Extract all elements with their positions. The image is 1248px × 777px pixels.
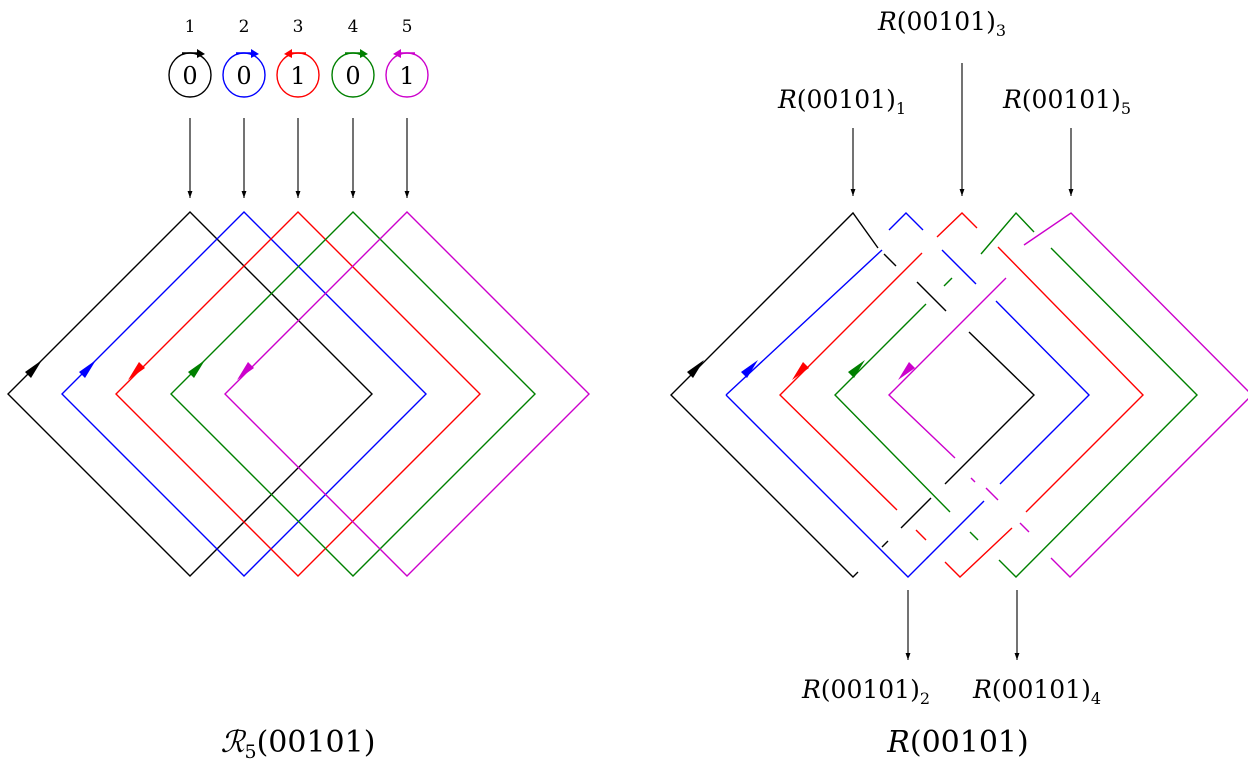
bit-circle-1: 0 <box>168 49 212 98</box>
diamond-strand-5 <box>224 211 590 577</box>
index-2: 2 <box>239 17 250 37</box>
left-diamonds <box>7 211 590 577</box>
bit-circles: 0 0 1 0 <box>168 49 429 98</box>
bit-value-2: 0 <box>236 62 251 90</box>
diamond-strand-1 <box>7 211 373 577</box>
left-diagram: 1 2 3 4 5 0 0 1 <box>7 17 590 763</box>
right-caption-main: R <box>886 725 910 760</box>
index-3: 3 <box>293 17 304 37</box>
knot-strand-1 <box>670 211 1035 578</box>
orientation-arrow-r4 <box>848 360 865 378</box>
index-4: 4 <box>348 17 359 37</box>
label-bot-2: R(00101)2 <box>801 675 930 708</box>
left-pointer-arrows <box>187 118 410 198</box>
left-caption-sub: 5 <box>245 741 257 763</box>
orientation-arrow-5 <box>237 362 254 380</box>
diamond-strand-3 <box>115 211 481 577</box>
orientation-arrow-r1 <box>687 360 704 378</box>
bit-value-1: 0 <box>182 62 197 90</box>
diamond-strand-2 <box>61 211 427 577</box>
index-5: 5 <box>402 17 413 37</box>
bit-circle-4: 0 <box>331 49 375 98</box>
bit-circle-3: 1 <box>276 49 320 98</box>
diamond-strand-4 <box>170 211 536 577</box>
left-orientation-arrows <box>25 360 254 380</box>
bit-value-4: 0 <box>345 62 360 90</box>
bit-circle-5: 1 <box>385 49 429 98</box>
knot-strands <box>670 211 1248 578</box>
orientation-arrow-4 <box>188 360 205 378</box>
orientation-arrow-r3 <box>792 362 809 380</box>
right-diagram: R(00101)3 R(00101)1 R(00101)5 <box>670 7 1248 760</box>
orientation-arrow-r2 <box>741 360 758 378</box>
left-caption-arg: (00101) <box>257 725 376 760</box>
label-top-5: R(00101)5 <box>1002 85 1131 118</box>
label-top-3: R(00101)3 <box>877 7 1006 40</box>
bit-circle-2: 0 <box>222 49 266 98</box>
index-1: 1 <box>185 17 196 37</box>
label-top-1: R(00101)1 <box>777 85 906 118</box>
orientation-arrow-3 <box>128 362 145 380</box>
orientation-arrow-r5 <box>898 362 915 380</box>
knot-strand-4 <box>834 211 1198 578</box>
orientation-arrow-2 <box>79 360 96 378</box>
bit-value-5: 1 <box>399 62 414 90</box>
left-caption-script: ℛ <box>221 725 247 760</box>
left-index-row: 1 2 3 4 5 <box>185 17 413 37</box>
left-caption: ℛ5(00101) <box>221 725 376 763</box>
knot-strand-2 <box>725 212 1090 578</box>
label-bot-4: R(00101)4 <box>972 675 1101 708</box>
right-caption: R(00101) <box>886 725 1028 760</box>
right-caption-arg: (00101) <box>910 725 1029 760</box>
orientation-arrow-1 <box>25 360 42 378</box>
bit-value-3: 1 <box>290 62 305 90</box>
right-pointer-arrows <box>850 63 1074 660</box>
right-orientation-arrows <box>687 360 915 380</box>
knot-strand-5 <box>887 212 1248 578</box>
knot-strand-3 <box>779 212 1144 578</box>
